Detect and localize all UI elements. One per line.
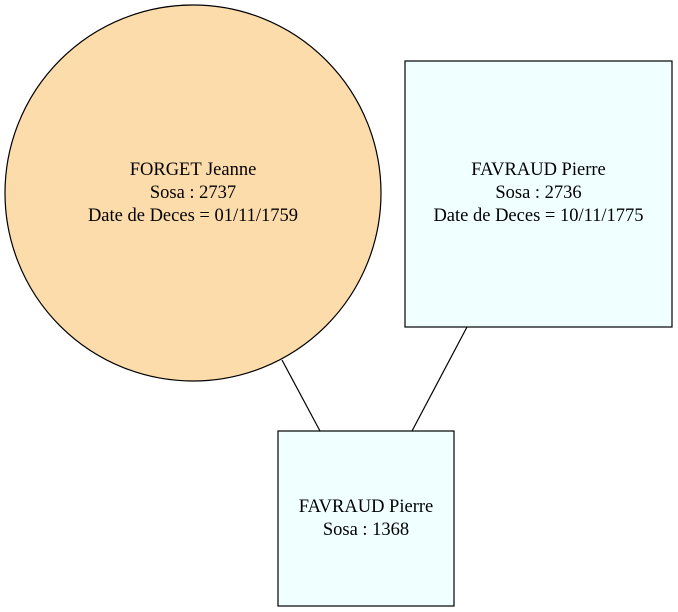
node-sosa: Sosa : 2736	[495, 183, 581, 203]
node-shape-box	[404, 60, 673, 328]
node-shape-circle	[4, 4, 382, 382]
node-shape-box	[277, 430, 455, 607]
person-node-favraud-pierre-1368[interactable]: FAVRAUD Pierre Sosa : 1368	[277, 430, 455, 607]
node-name: FAVRAUD Pierre	[471, 160, 605, 180]
node-sosa: Sosa : 2737	[150, 183, 236, 203]
node-name: FORGET Jeanne	[130, 160, 257, 180]
edge-favraud-pierre-2736-to-favraud-pierre-1368	[411, 326, 468, 432]
edge-forget-jeanne-to-favraud-pierre-1368	[281, 359, 321, 432]
node-death-date: Date de Deces = 10/11/1775	[433, 206, 643, 226]
person-node-forget-jeanne[interactable]: FORGET Jeanne Sosa : 2737 Date de Deces …	[4, 4, 382, 382]
node-death-date: Date de Deces = 01/11/1759	[88, 206, 298, 226]
node-sosa: Sosa : 1368	[323, 520, 409, 540]
person-node-favraud-pierre-2736[interactable]: FAVRAUD Pierre Sosa : 2736 Date de Deces…	[404, 60, 673, 328]
node-name: FAVRAUD Pierre	[299, 497, 433, 517]
